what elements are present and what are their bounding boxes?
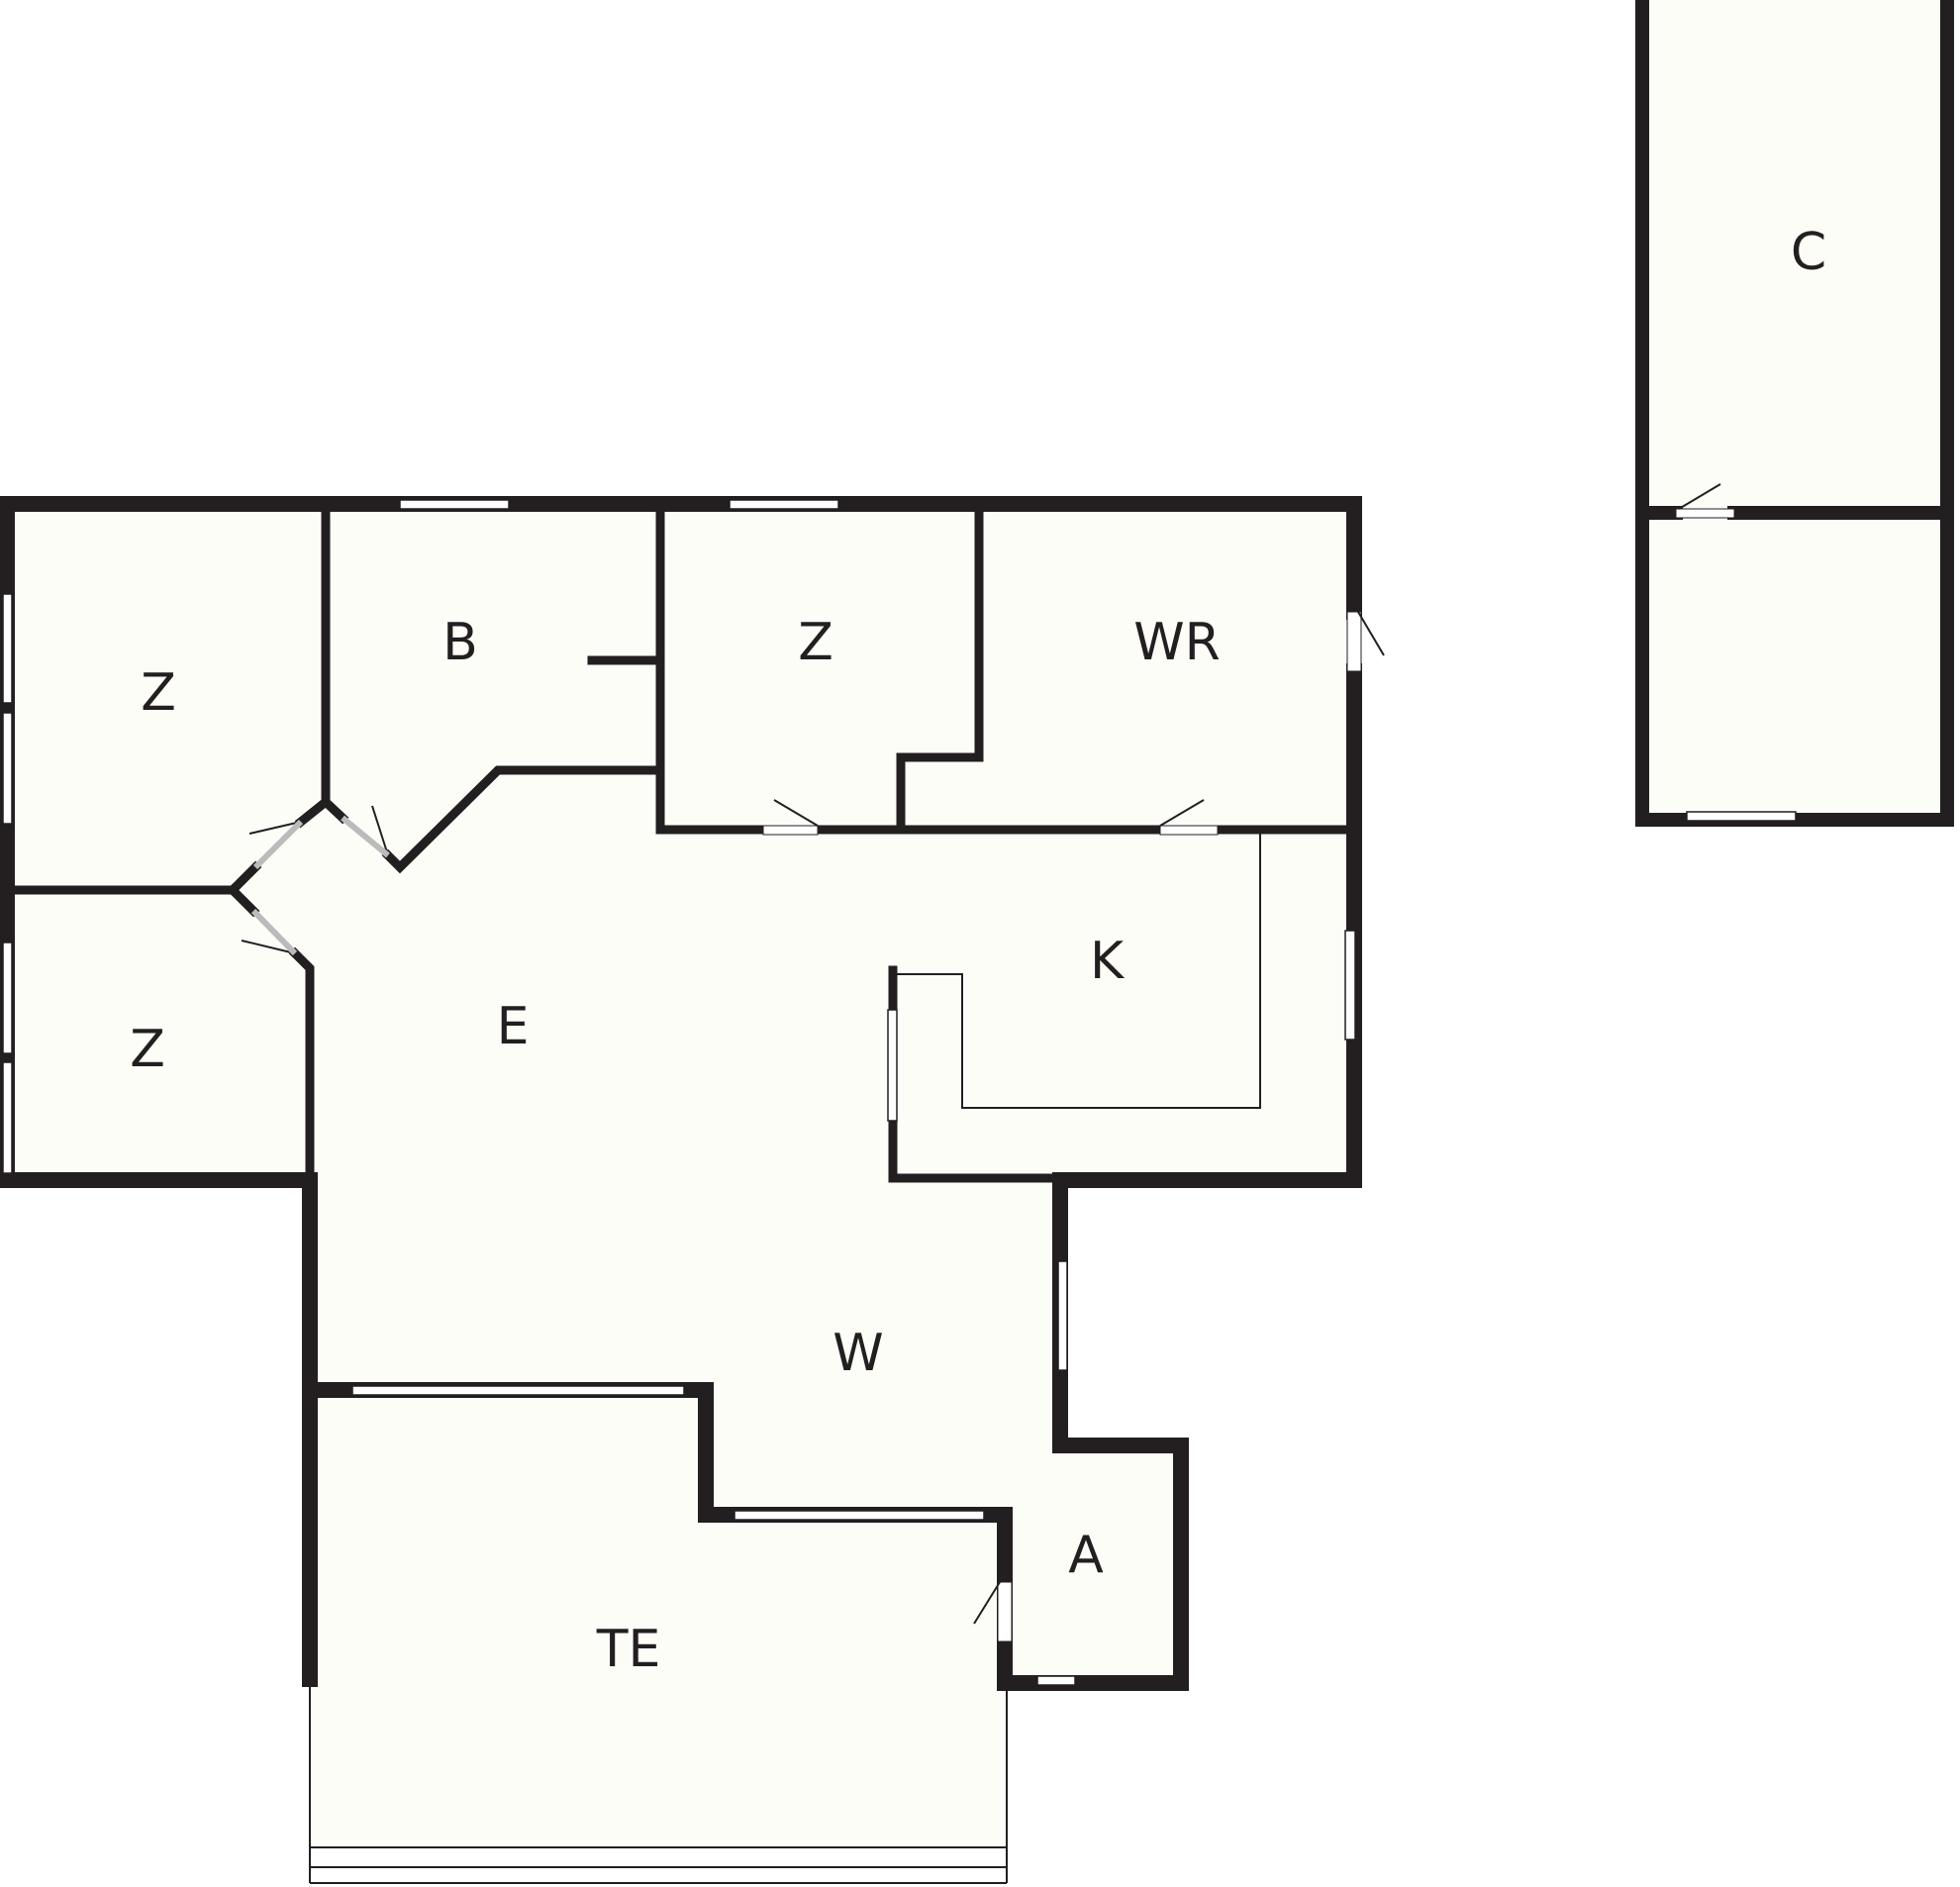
- interior-wall: [294, 795, 333, 829]
- window: [1686, 811, 1797, 822]
- door-swing: [973, 1581, 1001, 1625]
- window: [1036, 1675, 1076, 1686]
- door-opening: [1675, 508, 1735, 519]
- window: [399, 499, 510, 510]
- window: [2, 712, 13, 825]
- door-openings: [762, 508, 1735, 1642]
- door-swing: [773, 799, 819, 827]
- outer-wall: [997, 663, 1362, 1691]
- window: [351, 1385, 685, 1396]
- main-house-floor: [7, 504, 1354, 1846]
- interior-wall: [288, 946, 315, 1185]
- room-label-e: E: [497, 997, 530, 1056]
- window: [2, 942, 13, 1054]
- room-label-z-bottom-left: Z: [130, 1020, 165, 1079]
- room-label-te: TE: [596, 1620, 661, 1679]
- door-opening: [762, 825, 819, 836]
- door-leaf: [250, 908, 298, 956]
- window: [2, 1061, 13, 1174]
- kitchen-counter: [893, 833, 1261, 1109]
- outbuilding-floor: [1642, 0, 1947, 820]
- door-opening: [997, 1581, 1013, 1642]
- door-swing: [371, 805, 389, 856]
- room-label-c: C: [1791, 223, 1826, 282]
- window: [734, 1510, 985, 1521]
- door-opening: [1346, 611, 1362, 672]
- room-label-z-top-mid: Z: [798, 613, 833, 672]
- floor-fills: [7, 0, 1947, 1846]
- room-labels: Z B Z WR Z E K W A TE C: [130, 223, 1826, 1679]
- door-swing: [1159, 799, 1205, 827]
- window: [887, 1009, 898, 1122]
- door-swings: [241, 483, 1721, 1625]
- interior-wall: [896, 499, 984, 835]
- door-swing: [248, 821, 302, 835]
- room-label-b: B: [442, 613, 478, 672]
- room-label-a: A: [1068, 1526, 1104, 1585]
- room-label-w: W: [833, 1324, 883, 1383]
- window: [1344, 930, 1356, 1041]
- interior-wall: [226, 883, 260, 918]
- room-label-z-top-left: Z: [141, 663, 176, 723]
- room-label-wr: WR: [1133, 613, 1221, 672]
- window: [729, 499, 839, 510]
- door-leaf: [341, 815, 390, 858]
- interior-wall: [381, 765, 665, 874]
- windows: [2, 499, 1797, 1686]
- door-swing: [1678, 483, 1721, 510]
- interior-wall: [226, 860, 262, 897]
- door-swing: [241, 940, 296, 954]
- terrace-outline: [309, 1683, 1008, 1884]
- room-label-k: K: [1090, 932, 1126, 991]
- window: [2, 593, 13, 704]
- window: [1057, 1260, 1068, 1371]
- door-opening: [1159, 825, 1219, 836]
- door-swing: [1357, 611, 1385, 656]
- door-leaf: [252, 819, 304, 870]
